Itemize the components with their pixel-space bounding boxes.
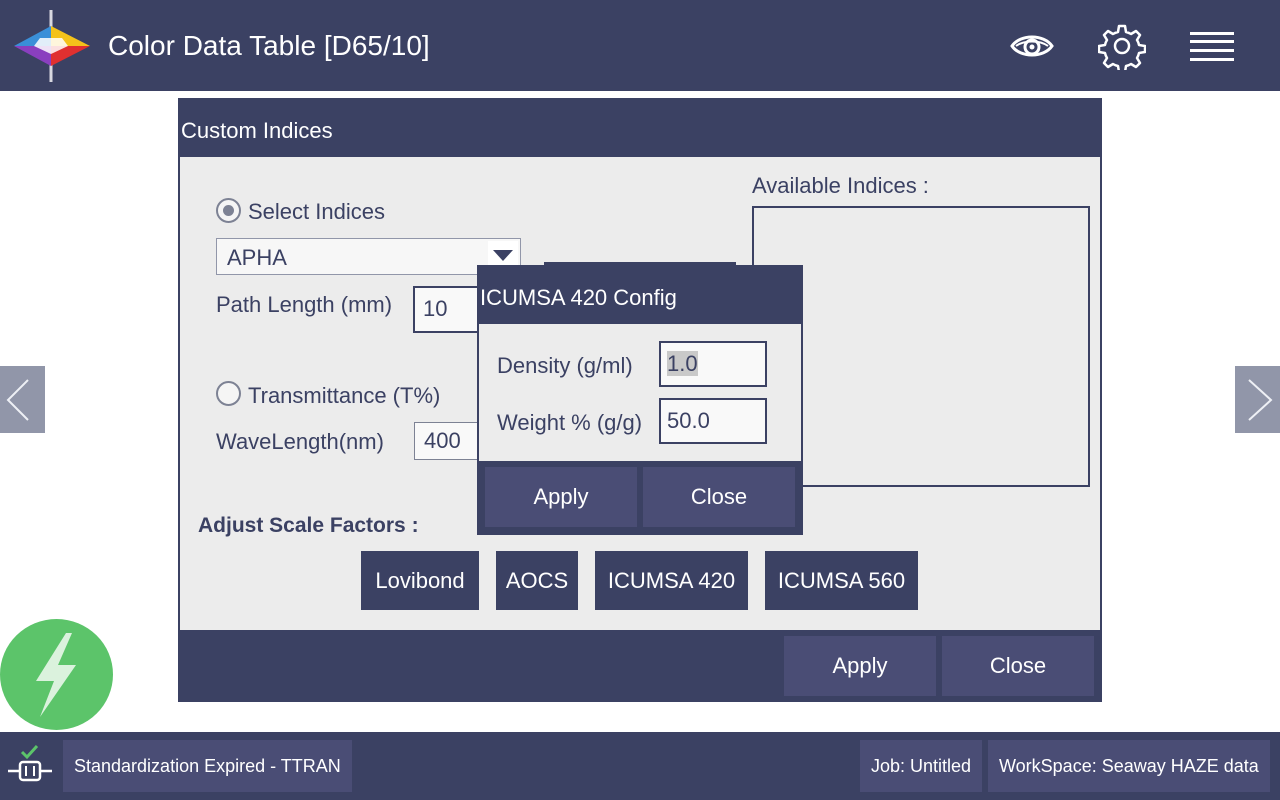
indices-dropdown[interactable]: APHA — [216, 238, 521, 275]
available-indices-list[interactable] — [752, 206, 1090, 487]
density-label: Density (g/ml) — [497, 353, 633, 378]
custom-indices-dialog: Custom Indices Select Indices APHA Path … — [178, 98, 1102, 702]
config-title: ICUMSA 420 Config — [479, 267, 801, 324]
standardization-status[interactable]: Standardization Expired - TTRAN — [63, 740, 352, 792]
job-status[interactable]: Job: Untitled — [860, 740, 983, 792]
previous-page-button[interactable] — [0, 366, 45, 433]
close-button[interactable]: Close — [942, 636, 1094, 696]
workspace-status[interactable]: WorkSpace: Seaway HAZE data — [988, 740, 1270, 792]
available-indices-label: Available Indices : — [752, 173, 929, 198]
next-page-button[interactable] — [1235, 366, 1280, 433]
status-bar: Standardization Expired - TTRAN Job: Unt… — [0, 732, 1280, 800]
chevron-left-icon — [6, 379, 29, 421]
gear-icon[interactable] — [1098, 22, 1146, 70]
apply-button[interactable]: Apply — [784, 636, 936, 696]
select-indices-label: Select Indices — [248, 199, 385, 224]
indices-dropdown-value: APHA — [227, 245, 287, 270]
page-title: Color Data Table [D65/10] — [108, 30, 430, 61]
plug-check-icon[interactable] — [6, 744, 54, 788]
lightning-bolt-icon — [36, 633, 76, 717]
select-indices-radio[interactable] — [216, 198, 241, 223]
chevron-right-icon — [1248, 379, 1273, 421]
adjust-scale-factors-label: Adjust Scale Factors : — [198, 514, 419, 537]
wavelength-label: WaveLength(nm) — [216, 429, 384, 454]
aocs-button[interactable]: AOCS — [496, 551, 578, 610]
icumsa-420-config-dialog: ICUMSA 420 Config Density (g/ml) 1.0 Wei… — [477, 265, 803, 535]
config-apply-button[interactable]: Apply — [485, 467, 637, 527]
icumsa-560-button[interactable]: ICUMSA 560 — [765, 551, 918, 610]
measure-button[interactable] — [0, 619, 113, 730]
transmittance-label: Transmittance (T%) — [248, 383, 441, 408]
weight-label: Weight % (g/g) — [497, 410, 643, 435]
app-logo-icon — [14, 10, 90, 82]
eye-icon[interactable] — [1008, 22, 1056, 70]
weight-input[interactable]: 50.0 — [659, 398, 767, 444]
config-close-button[interactable]: Close — [643, 467, 795, 527]
dialog-title: Custom Indices — [180, 100, 1100, 157]
path-length-label: Path Length (mm) — [216, 292, 393, 317]
density-value: 1.0 — [667, 351, 698, 376]
transmittance-radio[interactable] — [216, 381, 241, 406]
icumsa-420-button[interactable]: ICUMSA 420 — [595, 551, 748, 610]
top-app-bar: Color Data Table [D65/10] — [0, 0, 1280, 91]
lovibond-button[interactable]: Lovibond — [361, 551, 479, 610]
hamburger-menu-icon[interactable] — [1188, 22, 1236, 70]
density-input[interactable]: 1.0 — [659, 341, 767, 387]
